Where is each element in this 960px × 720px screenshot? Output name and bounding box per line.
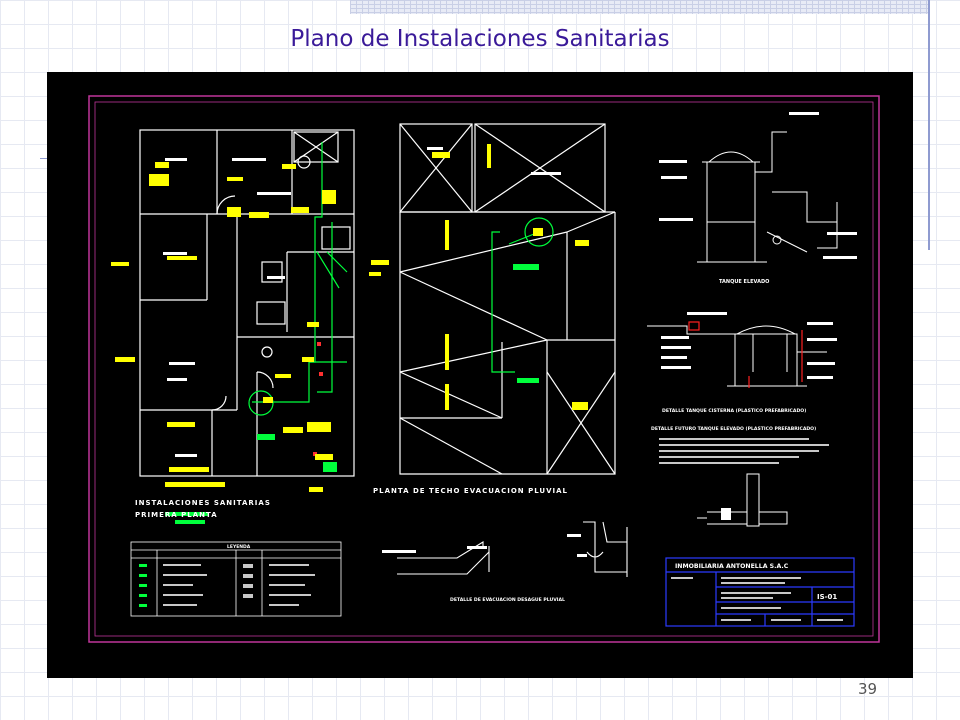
plan-label-line2: PRIMERA PLANTA [135,511,218,519]
tank-yellow-labels [659,112,857,315]
cad-plan-svg: INSTALACIONES SANITARIAS PRIMERA PLANTA [88,95,880,643]
legend-table [130,541,342,617]
plan-green-labels [165,434,337,524]
tank-detail-title: TANQUE ELEVADO [719,279,769,285]
cistern-labels [661,322,837,379]
cistern-detail [647,325,827,387]
pluvial-drain-detail [397,521,628,577]
wall-section-detail [697,473,788,527]
elevated-tank-detail [697,131,838,263]
roof-green-labels [513,264,539,383]
drawing-frame [88,95,880,643]
plan-label-line1: INSTALACIONES SANITARIAS [135,499,271,507]
roof-plan-label: PLANTA DE TECHO EVACUACION PLUVIAL [373,487,568,495]
roof-yellow-labels [369,144,589,410]
roof-drain-pipes [491,217,554,373]
slide-decor-line [928,0,930,250]
legend-title: LEYENDA [227,544,251,550]
cistern-detail-title: DETALLE TANQUE CISTERNA (PLASTICO PREFAB… [662,408,806,414]
roof-plan [399,123,616,475]
drain-labels [382,534,587,557]
spec-notes [659,438,829,464]
cad-drawing: INSTALACIONES SANITARIAS PRIMERA PLANTA [47,72,913,678]
legend-symbols [139,564,147,607]
plan-yellow-labels [111,162,336,492]
legend-text-rows [163,564,315,606]
plan-pipes [248,142,348,416]
slide-title: Plano de Instalaciones Sanitarias [290,26,670,52]
title-block [665,557,855,627]
drawing-inner-frame [94,101,874,637]
title-block-text [671,577,843,621]
room-labels [163,158,291,457]
future-tank-title: DETALLE FUTURO TANQUE ELEVADO (PLASTICO … [651,426,816,432]
pluvial-detail-title: DETALLE DE EVACUACION DESAGUE PLUVIAL [450,597,565,603]
sheet-code: IS-01 [817,593,837,601]
wall-section-block [721,508,731,520]
slide-top-band [350,0,930,14]
title-block-company: INMOBILIARIA ANTONELLA S.A.C [675,563,789,570]
roof-room-labels [427,147,561,175]
slide-decor-tick [40,158,52,159]
page-number: 39 [858,680,878,698]
cistern-red-marks [688,321,803,388]
